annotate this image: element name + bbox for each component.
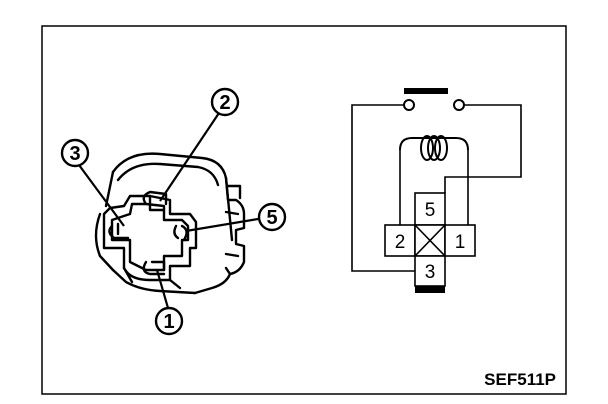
- callout-pin-3: 3: [60, 138, 90, 168]
- terminal-label-5: 5: [425, 200, 436, 221]
- callout-pin-1: 1: [154, 306, 184, 336]
- callout-circle: [210, 87, 240, 117]
- terminal-box-2: [384, 224, 416, 257]
- terminal-box-5: [414, 192, 446, 226]
- callout-label-pin-5: 5: [266, 207, 277, 229]
- leader-pin-5: [185, 217, 259, 233]
- leader-pin-2: [159, 112, 220, 202]
- callout-label-pin-2: 2: [219, 92, 230, 114]
- callout-circle: [154, 306, 184, 336]
- callout-label-pin-3: 3: [69, 143, 80, 165]
- coil-icon: [399, 135, 469, 161]
- callout-pin-2: 2: [210, 87, 240, 117]
- relay-connector-drawing: [94, 152, 246, 295]
- callout-pin-5: 5: [257, 202, 287, 232]
- figure-frame: [41, 25, 567, 395]
- terminal-box-3: [414, 255, 446, 287]
- callout-circle: [60, 138, 90, 168]
- terminal-label-1: 1: [455, 232, 466, 253]
- leader-pin-1: [155, 269, 170, 309]
- callout-circle: [257, 202, 287, 232]
- terminal-box-1: [444, 224, 476, 257]
- schematic-wiring: [351, 104, 522, 272]
- callout-label-pin-1: 1: [163, 311, 174, 333]
- callout-leaders: [78, 112, 259, 309]
- terminal-cross-mark: [414, 224, 446, 257]
- terminal-3-lock-tab: [415, 286, 445, 293]
- switch-contacts-icon: [403, 88, 465, 111]
- terminal-label-3: 3: [425, 262, 436, 283]
- terminal-label-2: 2: [395, 232, 406, 253]
- relay-schematic: 5 2 1 3: [351, 88, 522, 293]
- figure-code: SEF511P: [484, 370, 556, 389]
- leader-pin-3: [78, 164, 125, 227]
